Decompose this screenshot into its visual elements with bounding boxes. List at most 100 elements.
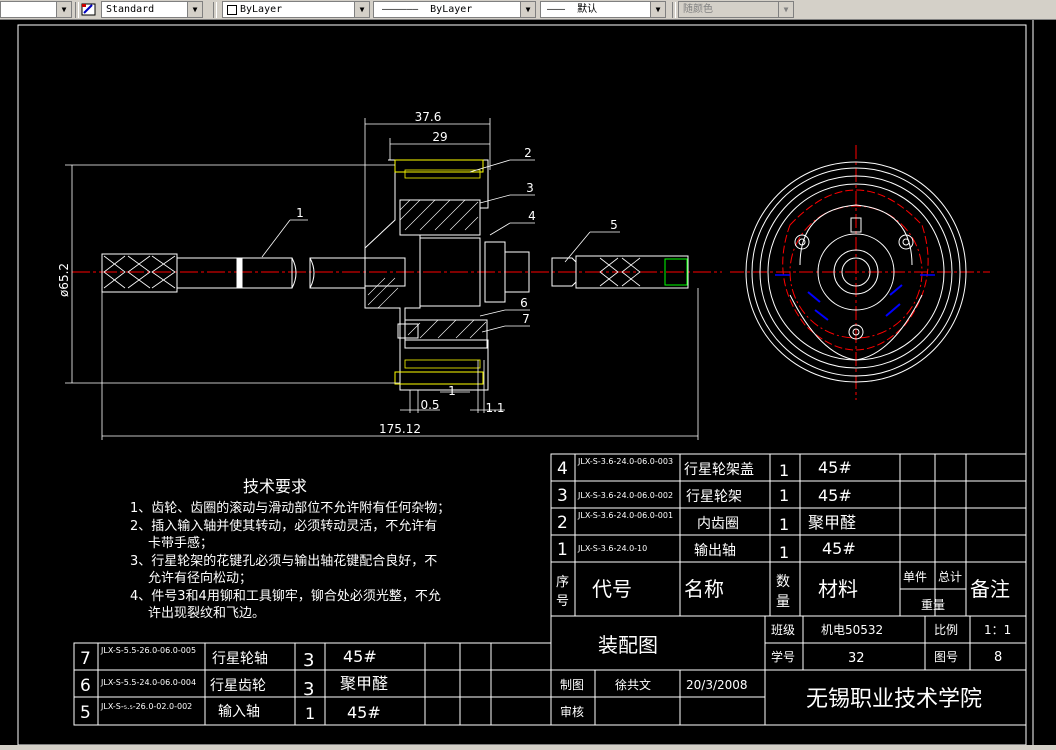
drawing-canvas[interactable]: 37.6 29 ø65.2 175.12 0.5 1 1.1 1 2 3: [0, 20, 1056, 746]
carrier-bottom: [404, 319, 488, 349]
linetype-value: ByLayer: [430, 4, 473, 15]
text-style-icon[interactable]: [80, 1, 98, 18]
bom-left-text: 7 JLX-S-5.5-26.0-06.0-005 行星轮轴 3 45# 6 J…: [80, 646, 388, 723]
balloon-3: 3: [526, 181, 534, 195]
hdr-code: 代号: [592, 577, 632, 601]
hdr-no-2: 号: [556, 594, 569, 609]
bom-qty: 1: [305, 704, 315, 723]
gear-teeth-bottom: [404, 359, 481, 369]
sheet-border: [17, 24, 1027, 746]
properties-toolbar: ▼ Standard ▼ ByLayer ▼ —————— ByLayer ▼ …: [0, 0, 1056, 20]
dim-dia-65-2: ø65.2: [57, 263, 71, 297]
outer-circle-2: [751, 167, 961, 377]
drawing-title: 装配图: [598, 633, 658, 657]
bom-name: 内齿圈: [697, 516, 739, 532]
hub-inner: [419, 237, 481, 307]
dim-29: 29: [432, 130, 447, 144]
bom-qty: 1: [779, 515, 789, 534]
pin-hole-2: [898, 234, 914, 250]
bore: [364, 257, 406, 287]
title-block-text: 装配图 班级 机电50532 比例 1：1 学号 32 图号 8 制图 徐共文 …: [560, 623, 1011, 719]
dim-1: 1: [448, 384, 456, 398]
drawing-svg: 37.6 29 ø65.2 175.12 0.5 1 1.1 1 2 3: [17, 20, 1034, 746]
bom-mat: 45#: [818, 486, 852, 505]
tech-line-1: 1、齿轮、齿圈的滚动与滑动部位不允许附有任何杂物；: [130, 500, 450, 516]
leader-line: [261, 219, 291, 258]
tech-title: 技术要求: [243, 477, 307, 496]
drawn-label: 制图: [560, 678, 584, 692]
bom-name: 输入轴: [218, 704, 260, 720]
lineweight-dropdown[interactable]: ——— 默认 ▼: [540, 1, 666, 18]
chevron-down-icon: ▼: [56, 2, 71, 17]
hdr-total: 总计: [938, 570, 962, 584]
school-name: 无锡职业技术学院: [806, 687, 982, 712]
input-shaft-groove: [236, 257, 243, 289]
hdr-weight: 重量: [921, 598, 945, 612]
bom-mat: 45#: [343, 647, 377, 666]
tech-requirements: 技术要求 1、齿轮、齿圈的滚动与滑动部位不允许附有任何杂物； 2、插入输入轴并使…: [130, 477, 450, 621]
pin-hole-1: [794, 234, 810, 250]
prev-dropdown[interactable]: ▼: [0, 1, 72, 18]
bom-mat: 聚甲醛: [808, 513, 856, 532]
hdr-unit: 单件: [903, 570, 927, 584]
bore-circle: [841, 257, 871, 287]
hdr-name: 名称: [684, 577, 724, 601]
break-line-left: [291, 257, 297, 289]
tech-line-4: 3、行星轮架的花键孔必须与输出轴花键配合良好，不: [130, 553, 437, 569]
layer-dropdown[interactable]: ByLayer ▼: [222, 1, 370, 18]
id-label: 学号: [771, 649, 795, 664]
tech-line-7: 许出现裂纹和飞边。: [148, 606, 265, 621]
sheet-value: 8: [994, 650, 1002, 665]
tech-line-3: 卡带手感；: [148, 535, 213, 551]
leader-line: [469, 159, 511, 173]
bom-name: 行星轮架盖: [684, 462, 754, 478]
scale-label: 比例: [934, 623, 958, 637]
pin-hole-2-inner: [902, 238, 910, 246]
bom-mat: 45#: [822, 539, 856, 558]
input-shaft-left: [101, 253, 178, 293]
input-shaft-b: [241, 257, 293, 289]
bom-mat: 45#: [818, 458, 852, 477]
carrier-arc-bottom: [789, 294, 923, 361]
bom-left-frame: [73, 642, 552, 726]
bom-mat: 45#: [347, 703, 381, 722]
dim-0-5: 0.5: [420, 398, 439, 412]
check-label: 审核: [560, 704, 584, 719]
bom-no: 6: [80, 676, 91, 696]
dim-1-1: 1.1: [485, 401, 504, 415]
bom-name: 行星齿轮: [210, 678, 266, 694]
hub-inner: [833, 249, 879, 295]
dimensions: 37.6 29 ø65.2 175.12 0.5 1 1.1: [57, 110, 699, 440]
bom-qty: 3: [303, 650, 314, 671]
tech-line-2: 2、插入输入轴并使其转动，必须转动灵活，不允许有: [130, 518, 437, 534]
drawn-by: 徐共文: [615, 677, 651, 692]
linetype-sample: ——————: [382, 4, 419, 15]
hdr-qty-1: 数: [776, 574, 790, 590]
pin-hole-3-inner: [852, 328, 860, 336]
pin: [397, 323, 419, 339]
toolbar-separator: [213, 2, 217, 18]
end-view: [730, 145, 990, 400]
bom-mat: 聚甲醛: [340, 674, 388, 693]
break-line-right: [309, 257, 315, 289]
bom-name: 行星轮轴: [212, 651, 268, 667]
title-block: [550, 615, 1027, 726]
ring-gear-bottom: [394, 371, 484, 385]
bom-no: 3: [557, 486, 568, 506]
date: 20/3/2008: [686, 678, 748, 692]
output-tip: [664, 258, 688, 286]
bom-name: 输出轴: [694, 543, 736, 559]
bom-code: JLX-S-₅.₅-26.0-02.0-002: [100, 702, 192, 711]
bom-code: JLX-S-5.5-26.0-06.0-005: [100, 646, 196, 655]
chevron-down-icon: ▼: [778, 2, 793, 17]
hdr-remark: 备注: [970, 577, 1010, 601]
bom-qty: 1: [779, 486, 789, 505]
dim-37-6: 37.6: [415, 110, 442, 124]
scale-value: 1：1: [984, 623, 1011, 637]
plotstyle-dropdown: 随颜色 ▼: [678, 1, 794, 18]
linetype-dropdown[interactable]: —————— ByLayer ▼: [373, 1, 536, 18]
lineweight-value: 默认: [577, 4, 598, 15]
text-style-dropdown[interactable]: Standard ▼: [101, 1, 203, 18]
bom-name: 行星轮架: [686, 489, 742, 505]
dim-175-12: 175.12: [379, 422, 421, 436]
